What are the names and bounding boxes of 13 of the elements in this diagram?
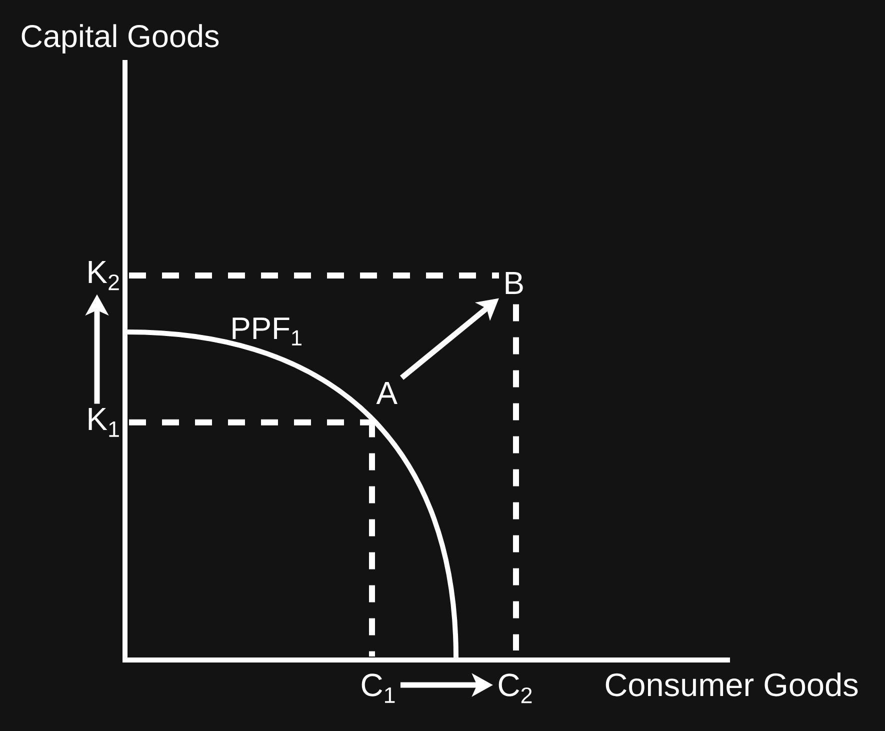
dashed-line xyxy=(129,272,499,279)
axis-value-label: K$_{1}$ xyxy=(88,408,119,437)
axis-title: Consumer Goods xyxy=(606,672,858,696)
dashed-line xyxy=(129,419,372,426)
dashed-line xyxy=(369,420,375,656)
axis-value-label: K$_{2}$ xyxy=(88,261,119,290)
axis-value-label: C$_{2}$ xyxy=(498,674,532,704)
curve-label: PPF$_{1}$ xyxy=(232,318,302,346)
point-label: B xyxy=(506,272,523,294)
dashed-line xyxy=(513,304,519,650)
point-label: A xyxy=(376,382,398,404)
axis-title: Capital Goods xyxy=(22,24,219,54)
axis-value-label: C$_{1}$ xyxy=(362,674,395,703)
